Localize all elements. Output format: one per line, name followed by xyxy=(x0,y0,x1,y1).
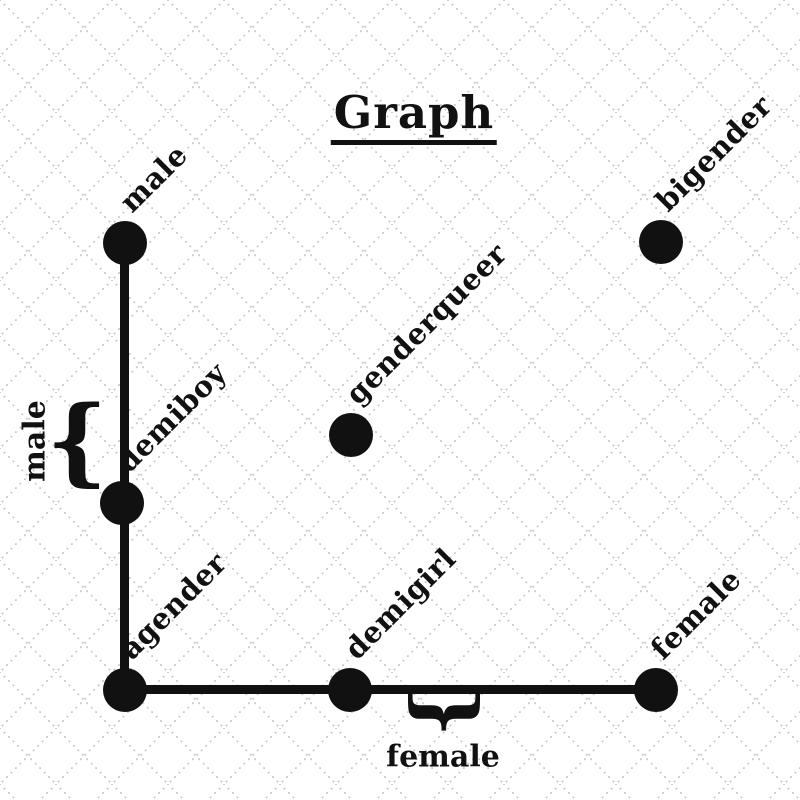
node-demigirl: demigirl xyxy=(328,542,462,712)
node-bigender: bigender xyxy=(639,89,778,264)
edge-male-agender xyxy=(120,241,129,692)
node-female-label: female xyxy=(643,562,748,666)
node-demigirl-dot xyxy=(328,668,372,712)
node-genderqueer-dot xyxy=(329,413,373,457)
left-brace-icon: { xyxy=(46,385,108,497)
node-genderqueer: genderqueer xyxy=(329,236,514,457)
node-agender: agender xyxy=(103,546,233,712)
bottom-brace-icon: { xyxy=(395,686,486,738)
node-agender-dot xyxy=(103,668,147,712)
node-agender-label: agender xyxy=(112,545,234,666)
node-bigender-label: bigender xyxy=(648,88,779,218)
node-male-dot xyxy=(103,221,147,265)
node-male: male xyxy=(103,138,194,265)
node-male-label: male xyxy=(112,137,195,219)
edge-agender-female xyxy=(123,685,658,694)
node-genderqueer-label: genderqueer xyxy=(338,236,514,411)
node-demigirl-label: demigirl xyxy=(337,541,463,666)
bottom-annotation-label: female xyxy=(386,739,500,775)
node-female: female xyxy=(634,562,748,712)
node-female-dot xyxy=(634,668,678,712)
page-title: Graph xyxy=(330,86,498,145)
node-demiboy-dot xyxy=(100,481,144,525)
node-bigender-dot xyxy=(639,220,683,264)
node-demiboy: demiboy xyxy=(100,356,233,525)
